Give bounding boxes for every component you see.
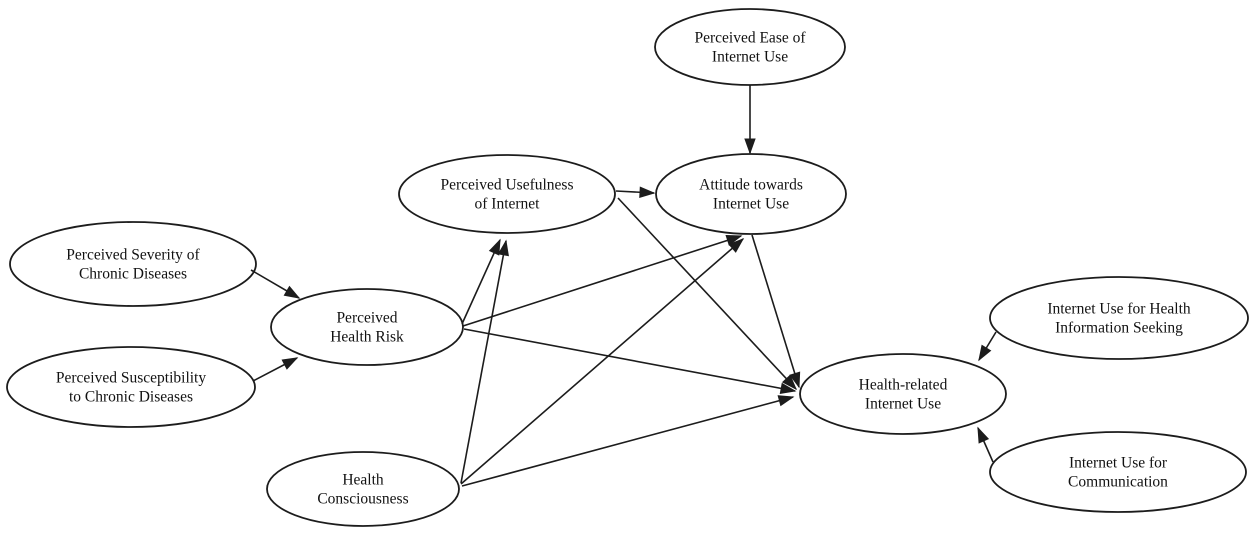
- internet-use-for-health-information-seeking-ellipse: [989, 276, 1249, 360]
- edge-perceived-usefulness-of-internet-to-health-related-internet-use: [617, 197, 798, 391]
- internet-use-for-communication-ellipse: [989, 431, 1247, 513]
- perceived-ease-of-internet-use-label-line: Internet Use: [712, 48, 788, 65]
- edge-perceived-susceptibility-to-chronic-diseases-to-perceived-health-risk: [252, 357, 299, 382]
- node-perceived-severity-of-chronic-diseases: Perceived Severity of Chronic Diseases: [9, 221, 257, 307]
- attitude-towards-internet-use-ellipse: [655, 153, 847, 235]
- perceived-health-risk-label-line: Health Risk: [330, 328, 404, 345]
- perceived-usefulness-of-internet-ellipse: [398, 154, 616, 234]
- perceived-severity-of-chronic-diseases-label-line: Perceived Severity of: [66, 246, 200, 263]
- perceived-susceptibility-to-chronic-diseases-label: Perceived Susceptibility to Chronic Disea…: [56, 369, 206, 405]
- perceived-ease-of-internet-use-label: Perceived Ease of Internet Use: [694, 29, 806, 65]
- perceived-severity-of-chronic-diseases-ellipse: [9, 221, 257, 307]
- perceived-susceptibility-to-chronic-diseases-label-line: to Chronic Diseases: [69, 388, 193, 405]
- perceived-health-risk-ellipse: [270, 288, 464, 366]
- perceived-severity-of-chronic-diseases-label: Perceived Severity of Chronic Diseases: [66, 246, 200, 282]
- edge-health-consciousness-to-attitude-towards-internet-use: [460, 238, 745, 485]
- perceived-usefulness-of-internet-label-line: Perceived Usefulness: [441, 176, 574, 193]
- internet-use-for-communication-label-line: Communication: [1068, 473, 1168, 490]
- health-related-internet-use-ellipse: [799, 353, 1007, 435]
- health-consciousness-ellipse: [266, 451, 460, 527]
- perceived-usefulness-of-internet-label: Perceived Usefulness of Internet: [441, 176, 574, 212]
- health-related-internet-use-label-line: Internet Use: [865, 395, 941, 412]
- edge-perceived-usefulness-of-internet-to-attitude-towards-internet-use: [615, 186, 656, 198]
- edge-internet-use-for-health-information-seeking-to-health-related-internet-use: [978, 331, 997, 362]
- edge-attitude-towards-internet-use-to-health-related-internet-use: [751, 234, 801, 389]
- edge-perceived-health-risk-to-attitude-towards-internet-use: [462, 235, 743, 327]
- perceived-ease-of-internet-use-ellipse: [654, 8, 846, 86]
- perceived-susceptibility-to-chronic-diseases-ellipse: [6, 346, 256, 428]
- internet-use-for-health-information-seeking-label-line: Information Seeking: [1055, 319, 1183, 336]
- attitude-towards-internet-use-label-line: Attitude towards: [699, 176, 803, 193]
- perceived-usefulness-of-internet-label-line: of Internet: [475, 195, 541, 212]
- edge-perceived-health-risk-to-perceived-usefulness-of-internet: [461, 238, 501, 325]
- attitude-towards-internet-use-label-line: Internet Use: [713, 195, 789, 212]
- perceived-ease-of-internet-use-label-line: Perceived Ease of: [694, 29, 806, 46]
- internet-use-for-communication-label-line: Internet Use for: [1069, 454, 1168, 471]
- node-perceived-susceptibility-to-chronic-diseases: Perceived Susceptibility to Chronic Disea…: [6, 346, 256, 428]
- perceived-severity-of-chronic-diseases-label-line: Chronic Diseases: [79, 265, 187, 282]
- health-related-internet-use-label-line: Health-related: [859, 376, 948, 393]
- edge-perceived-severity-of-chronic-diseases-to-perceived-health-risk: [250, 269, 301, 299]
- edge-health-consciousness-to-health-related-internet-use: [461, 395, 795, 487]
- edge-perceived-health-risk-to-health-related-internet-use: [463, 328, 797, 394]
- edge-health-consciousness-to-perceived-usefulness-of-internet: [460, 239, 509, 484]
- internet-use-for-health-information-seeking-label-line: Internet Use for Health: [1047, 300, 1191, 317]
- edges-layer: [250, 85, 997, 487]
- perceived-susceptibility-to-chronic-diseases-label-line: Perceived Susceptibility: [56, 369, 206, 386]
- edge-internet-use-for-communication-to-health-related-internet-use: [977, 426, 994, 463]
- health-consciousness-label-line: Consciousness: [317, 490, 408, 507]
- perceived-health-risk-label-line: Perceived: [336, 309, 397, 326]
- node-perceived-ease-of-internet-use: Perceived Ease of Internet Use: [654, 8, 846, 86]
- node-perceived-usefulness-of-internet: Perceived Usefulness of Internet: [398, 154, 616, 234]
- health-consciousness-label-line: Health: [342, 471, 384, 488]
